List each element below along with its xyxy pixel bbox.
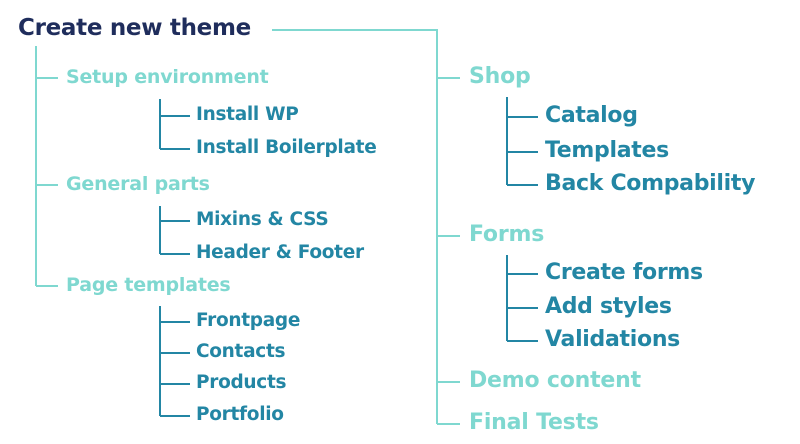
branch-shop: Shop — [469, 64, 531, 89]
leaf-back-compability: Back Compability — [545, 171, 756, 196]
shop-connector — [506, 97, 538, 186]
leaf-frontpage: Frontpage — [196, 310, 301, 331]
leaf-install-wp: Install WP — [196, 104, 299, 125]
general-parts-connector — [159, 206, 190, 255]
forms-connector — [506, 255, 538, 342]
leaf-install-boilerplate: Install Boilerplate — [196, 137, 377, 158]
root-connector — [35, 29, 438, 424]
leaf-create-forms: Create forms — [545, 260, 703, 285]
leaf-validations: Validations — [545, 327, 680, 352]
leaf-catalog: Catalog — [545, 103, 638, 128]
branch-forms: Forms — [469, 222, 545, 247]
branch-final-tests: Final Tests — [469, 410, 599, 435]
branch-page-templates: Page templates — [66, 274, 231, 296]
right-branch-ticks — [437, 77, 460, 425]
leaf-header-footer: Header & Footer — [196, 242, 364, 263]
leaf-templates: Templates — [545, 138, 669, 163]
leaf-contacts: Contacts — [196, 341, 286, 362]
left-branch-ticks — [36, 77, 58, 287]
leaf-mixins-css: Mixins & CSS — [196, 209, 329, 230]
leaf-portfolio: Portfolio — [196, 404, 284, 425]
setup-environment-connector — [159, 99, 190, 150]
branch-general-parts: General parts — [66, 173, 210, 195]
page-templates-connector — [159, 306, 190, 417]
leaf-products: Products — [196, 372, 287, 393]
leaf-add-styles: Add styles — [545, 294, 672, 319]
branch-demo-content: Demo content — [469, 368, 641, 393]
root-title: Create new theme — [18, 15, 251, 41]
branch-setup-environment: Setup environment — [66, 66, 269, 88]
